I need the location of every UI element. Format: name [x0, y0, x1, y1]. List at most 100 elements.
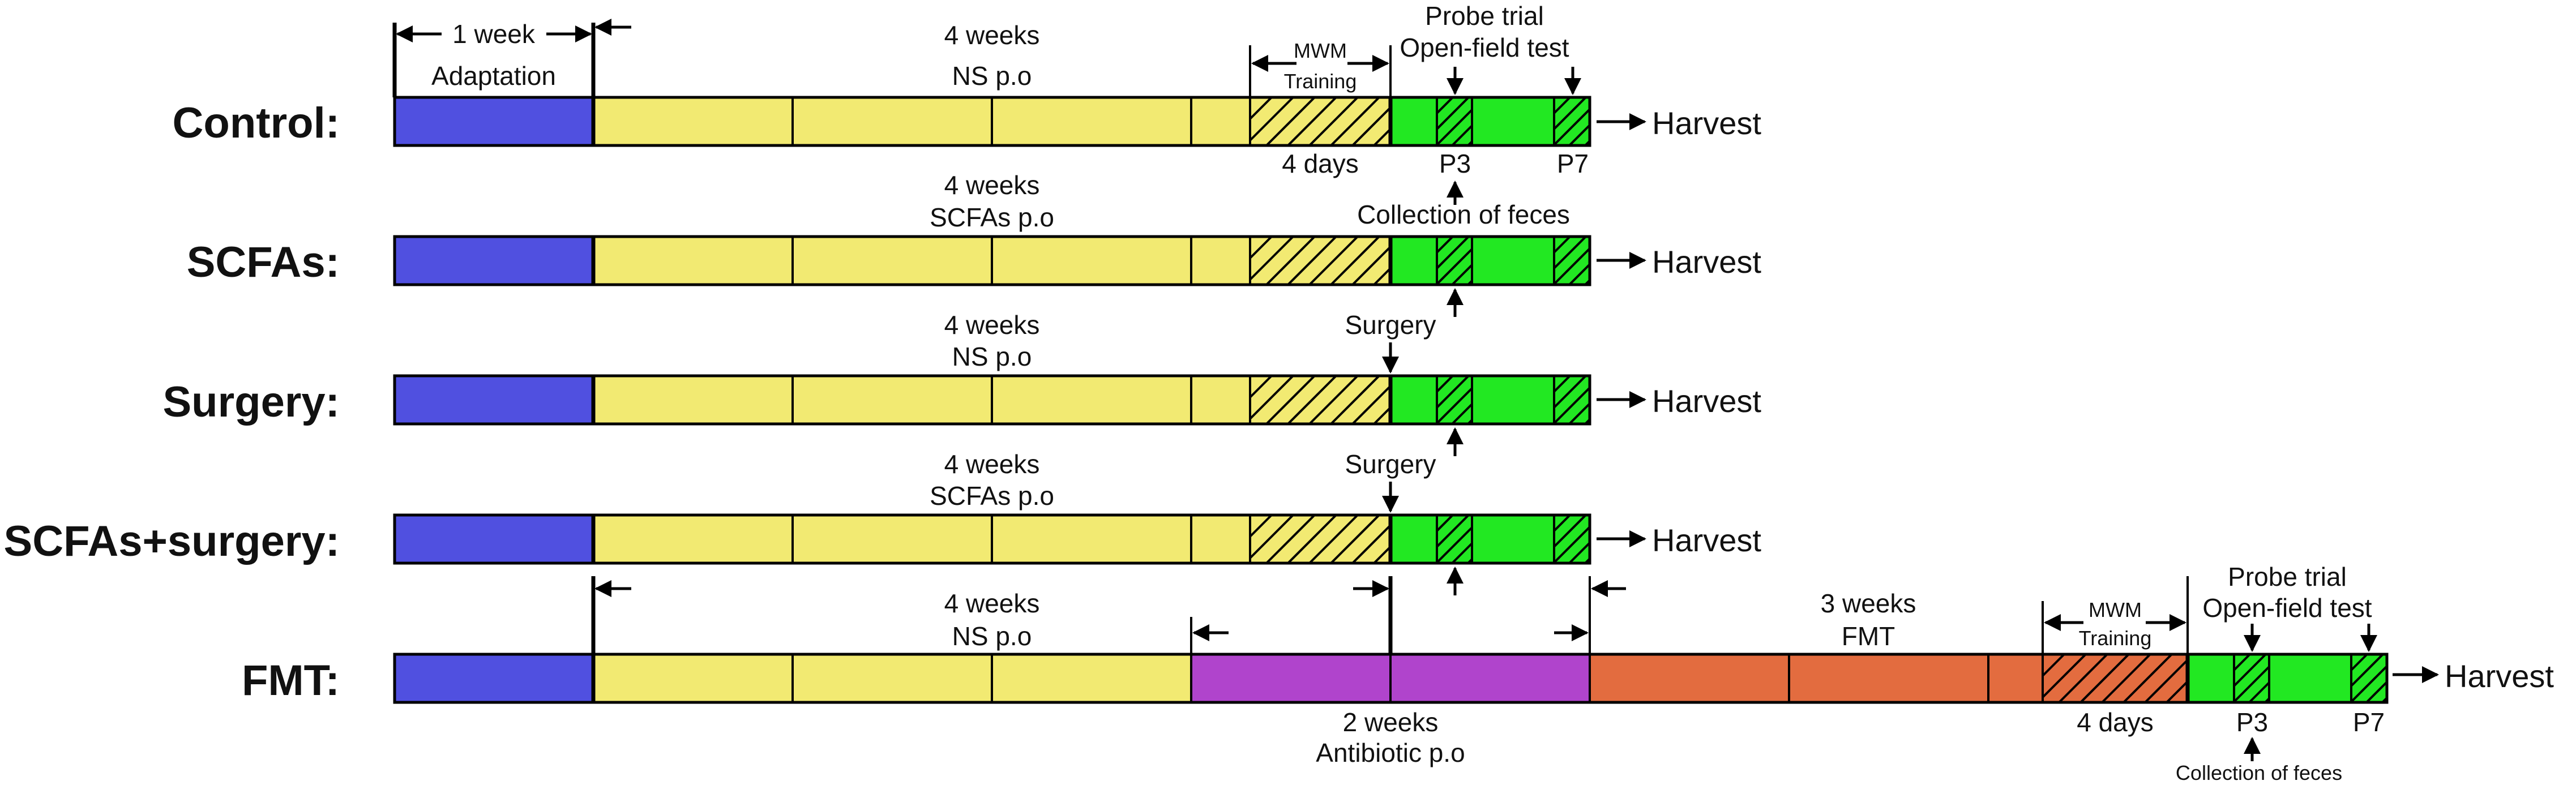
hatch-line [1553, 247, 1591, 285]
hatch-line [1451, 542, 1473, 564]
hatch-line [1553, 108, 1591, 146]
row-label-control: Control: [173, 99, 340, 147]
treatment-label: NS p.o [952, 342, 1032, 371]
hatch-line [1436, 387, 1473, 424]
harvest-label: Harvest [1652, 383, 1761, 419]
hatch-line [1249, 96, 1273, 120]
hatch-line [1467, 419, 1473, 425]
hatch-line [1553, 235, 1587, 269]
hatch-line [1451, 125, 1473, 147]
scfas-surgery-timeline-bar [393, 513, 1591, 565]
hatch-line [2058, 653, 2108, 704]
hatch-line [1351, 246, 1392, 286]
hatch-line [1584, 557, 1591, 564]
post-surgery-segment [1390, 97, 1590, 145]
hatch-line [2233, 653, 2251, 671]
hatch-line [1308, 96, 1359, 147]
hatch-line [1436, 375, 1470, 409]
antibiotic-label: Antibiotic p.o [1316, 738, 1465, 767]
hatch-line [1467, 558, 1473, 564]
fmt-segment [1590, 654, 2043, 702]
hatch-line [1436, 375, 1454, 393]
adaptation-segment [395, 237, 593, 285]
surgery-label: Surgery [1345, 310, 1436, 340]
hatch-line [1265, 514, 1316, 564]
post-surgery-segment [1390, 376, 1590, 424]
adaptation-label: Adaptation [431, 61, 556, 91]
hatch-line [1451, 403, 1473, 425]
hatch-line [1351, 106, 1392, 147]
p3-label: P3 [2236, 707, 2268, 737]
hatch-line [1568, 542, 1591, 564]
post-surgery-segment [1390, 237, 1590, 285]
treatment-duration-label: 4 weeks [944, 589, 1040, 618]
ns-treatment-segment [593, 97, 1191, 145]
hatch-line [1287, 235, 1337, 286]
hatch-line [1330, 375, 1380, 425]
hatch-line [1308, 235, 1359, 286]
post-fmt-segment [2188, 654, 2387, 702]
hatch-line [2042, 653, 2087, 698]
treatment-duration-label: 4 weeks [944, 310, 1040, 340]
hatch-line [1373, 128, 1392, 147]
hatch-line [1249, 96, 1294, 141]
hatch-line [2264, 697, 2270, 704]
hatch-line [1553, 514, 1571, 532]
hatch-line [2233, 666, 2270, 703]
hatch-line [1584, 140, 1591, 147]
days-label: 4 days [1282, 149, 1359, 178]
treatment-duration-label: 4 weeks [944, 20, 1040, 50]
hatch-line [2365, 681, 2388, 704]
hatch-line [1553, 96, 1571, 114]
antibiotic-duration-label: 2 weeks [1343, 707, 1439, 737]
days-label: 4 days [2077, 707, 2154, 737]
treatment-duration-label: 4 weeks [944, 170, 1040, 200]
hatch-line [1568, 263, 1591, 286]
harvest-label: Harvest [1652, 105, 1761, 141]
hatch-line [1330, 96, 1380, 147]
hatch-line [1249, 514, 1273, 538]
harvest-label: Harvest [1652, 522, 1761, 558]
hatch-line [1308, 514, 1359, 564]
hatch-line [1308, 375, 1359, 425]
hatch-line [1451, 264, 1473, 286]
hatch-line [1436, 235, 1454, 254]
training-label: Training [1284, 70, 1357, 93]
adaptation-segment [395, 654, 593, 702]
probe-trial-label: Probe trial [1425, 1, 1544, 31]
adaptation-segment [395, 515, 593, 563]
mwm-label: MWM [2089, 598, 2142, 621]
hatch-line [2350, 653, 2384, 687]
hatch-line [2079, 653, 2130, 704]
surgery-timeline-bar [393, 374, 1591, 426]
hatch-line [1553, 235, 1571, 254]
hatch-line [1436, 514, 1454, 532]
treatment-duration-label: 4 weeks [944, 449, 1040, 479]
hatch-line [1330, 514, 1380, 564]
hatch-line [1553, 526, 1591, 564]
hatch-line [1330, 235, 1380, 286]
hatch-line [2381, 697, 2388, 704]
hatch-line [1373, 406, 1392, 425]
adaptation-segment [395, 97, 593, 145]
hatch-line [2042, 653, 2065, 677]
adaptation-segment [395, 376, 593, 424]
p7-label: P7 [2353, 707, 2385, 737]
collection-of-feces-label: Collection of feces [2176, 761, 2342, 784]
hatch-line [1436, 514, 1470, 548]
hatch-line [1584, 279, 1591, 286]
hatch-line [1467, 140, 1473, 147]
hatch-line [1553, 375, 1571, 393]
hatch-line [1287, 96, 1337, 147]
hatch-line [1553, 387, 1591, 424]
harvest-label: Harvest [2445, 658, 2554, 694]
hatch-line [1436, 526, 1473, 564]
hatch-line [1265, 235, 1316, 286]
hatch-line [1249, 235, 1273, 259]
mwm-label: MWM [1294, 39, 1347, 62]
hatch-line [2144, 659, 2189, 704]
p7-label: P7 [1557, 149, 1589, 178]
hatch-line [2101, 653, 2151, 704]
hatch-line [2166, 680, 2189, 704]
